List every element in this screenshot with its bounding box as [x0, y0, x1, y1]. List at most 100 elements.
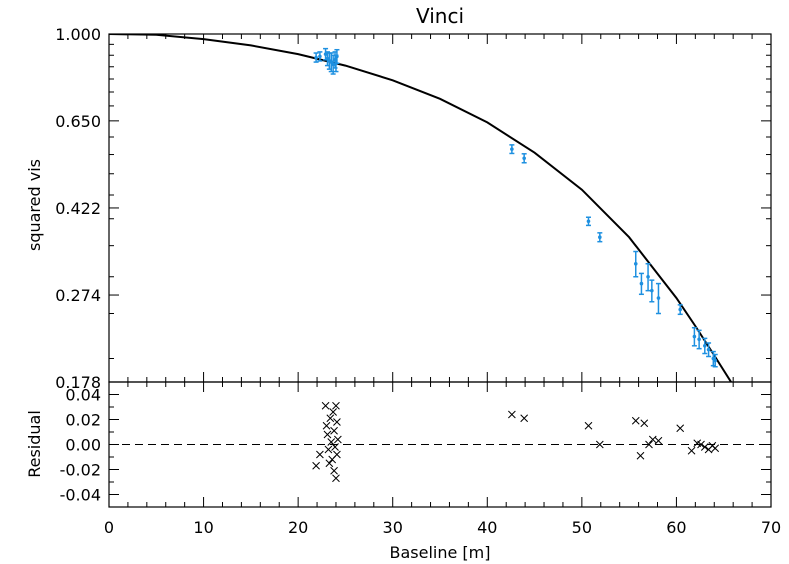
x-tick-label: 70 [761, 518, 781, 537]
residual-point [595, 440, 604, 449]
x-tick-label: 0 [104, 518, 114, 537]
residual-point [327, 438, 336, 446]
residual-point [329, 408, 337, 416]
residual-marker-stroke [334, 435, 342, 444]
residual-point [645, 440, 653, 449]
data-point [713, 358, 718, 363]
residual-marker-stroke [700, 443, 709, 451]
data-point [703, 344, 707, 348]
residual-marker-stroke [332, 474, 340, 483]
residual-marker-stroke [631, 416, 640, 425]
residual-marker-stroke [332, 401, 340, 410]
data-point [633, 261, 638, 266]
residual-point [325, 459, 334, 468]
chart-title: Vinci [416, 4, 464, 28]
residual-point [584, 421, 593, 430]
data-point [314, 55, 318, 60]
x-tick-label: 50 [572, 518, 592, 537]
y-tick-label: 0.422 [55, 199, 101, 218]
x-tick-label: 30 [383, 518, 403, 537]
residual-point [640, 419, 649, 428]
data-point [331, 62, 335, 67]
x-tick-label: 20 [288, 518, 308, 537]
residual-marker-stroke [520, 414, 529, 423]
y-tick-label: 0.274 [55, 286, 101, 305]
y-axis-label-bottom: Residual [25, 410, 44, 478]
residual-point [326, 414, 335, 423]
data-point [650, 288, 654, 293]
residual-marker-stroke [687, 446, 696, 455]
data-point [318, 54, 322, 59]
residual-marker-stroke [595, 440, 604, 449]
data-point [639, 281, 644, 286]
residual-point [330, 466, 338, 475]
residual-point [331, 443, 339, 451]
data-point [646, 274, 650, 279]
y-tick-label: 0.178 [55, 373, 101, 392]
residual-marker-stroke [322, 421, 331, 430]
residual-y-tick-label: 0.04 [65, 386, 101, 405]
residual-point [322, 421, 331, 430]
residual-marker-stroke [329, 408, 337, 416]
residual-point [316, 450, 324, 459]
residual-marker-stroke [676, 424, 685, 433]
data-point [586, 219, 591, 224]
x-axis-label: Baseline [m] [390, 543, 491, 562]
residual-point [631, 416, 640, 425]
residual-marker-stroke [327, 438, 336, 446]
residual-point [520, 414, 529, 423]
residual-y-tick-label: 0.00 [65, 436, 101, 455]
residual-point [508, 410, 516, 419]
residual-marker-stroke [325, 459, 334, 468]
residual-point [333, 418, 341, 426]
residual-marker-stroke [693, 439, 702, 448]
data-point [697, 337, 701, 342]
residual-point [687, 446, 696, 455]
data-point [522, 156, 526, 161]
residual-point [697, 440, 705, 449]
data-point [323, 52, 328, 56]
residual-marker-stroke [636, 451, 645, 460]
residual-marker-stroke [312, 461, 320, 470]
x-tick-label: 10 [193, 518, 213, 537]
residual-marker-stroke [323, 430, 332, 439]
residual-marker-stroke [654, 436, 663, 445]
residual-point [321, 401, 330, 410]
residual-point [330, 426, 338, 435]
residual-y-tick-label: -0.02 [60, 461, 101, 480]
residual-marker-stroke [640, 419, 649, 428]
residual-marker-stroke [321, 401, 330, 410]
model-curve [109, 34, 733, 382]
residual-marker-stroke [333, 450, 341, 459]
data-point [656, 296, 661, 300]
residual-marker-stroke [645, 440, 653, 449]
residual-point [333, 450, 341, 459]
residual-point [312, 461, 320, 470]
residual-marker-stroke [331, 443, 339, 451]
x-tick-label: 60 [666, 518, 686, 537]
x-tick-label: 40 [477, 518, 497, 537]
residual-point [636, 451, 645, 460]
residual-point [332, 401, 340, 410]
y-axis-label-top: squared vis [25, 159, 44, 251]
residual-point [332, 474, 340, 483]
y-tick-label: 1.000 [55, 25, 101, 44]
residual-y-tick-label: 0.02 [65, 411, 101, 430]
residual-marker-stroke [697, 440, 705, 449]
residual-marker-stroke [324, 445, 333, 454]
residual-marker-stroke [330, 466, 338, 475]
residual-point [654, 436, 663, 445]
data-point [706, 347, 711, 352]
residual-marker-stroke [584, 421, 593, 430]
residual-marker-stroke [316, 450, 324, 459]
data-point [692, 334, 697, 339]
y-tick-label: 0.650 [55, 112, 101, 131]
data-point [598, 235, 602, 240]
residual-point [324, 445, 333, 454]
residual-point [323, 430, 332, 439]
residual-marker-stroke [711, 444, 720, 453]
residual-marker-stroke [333, 418, 341, 426]
residual-point [334, 435, 342, 444]
